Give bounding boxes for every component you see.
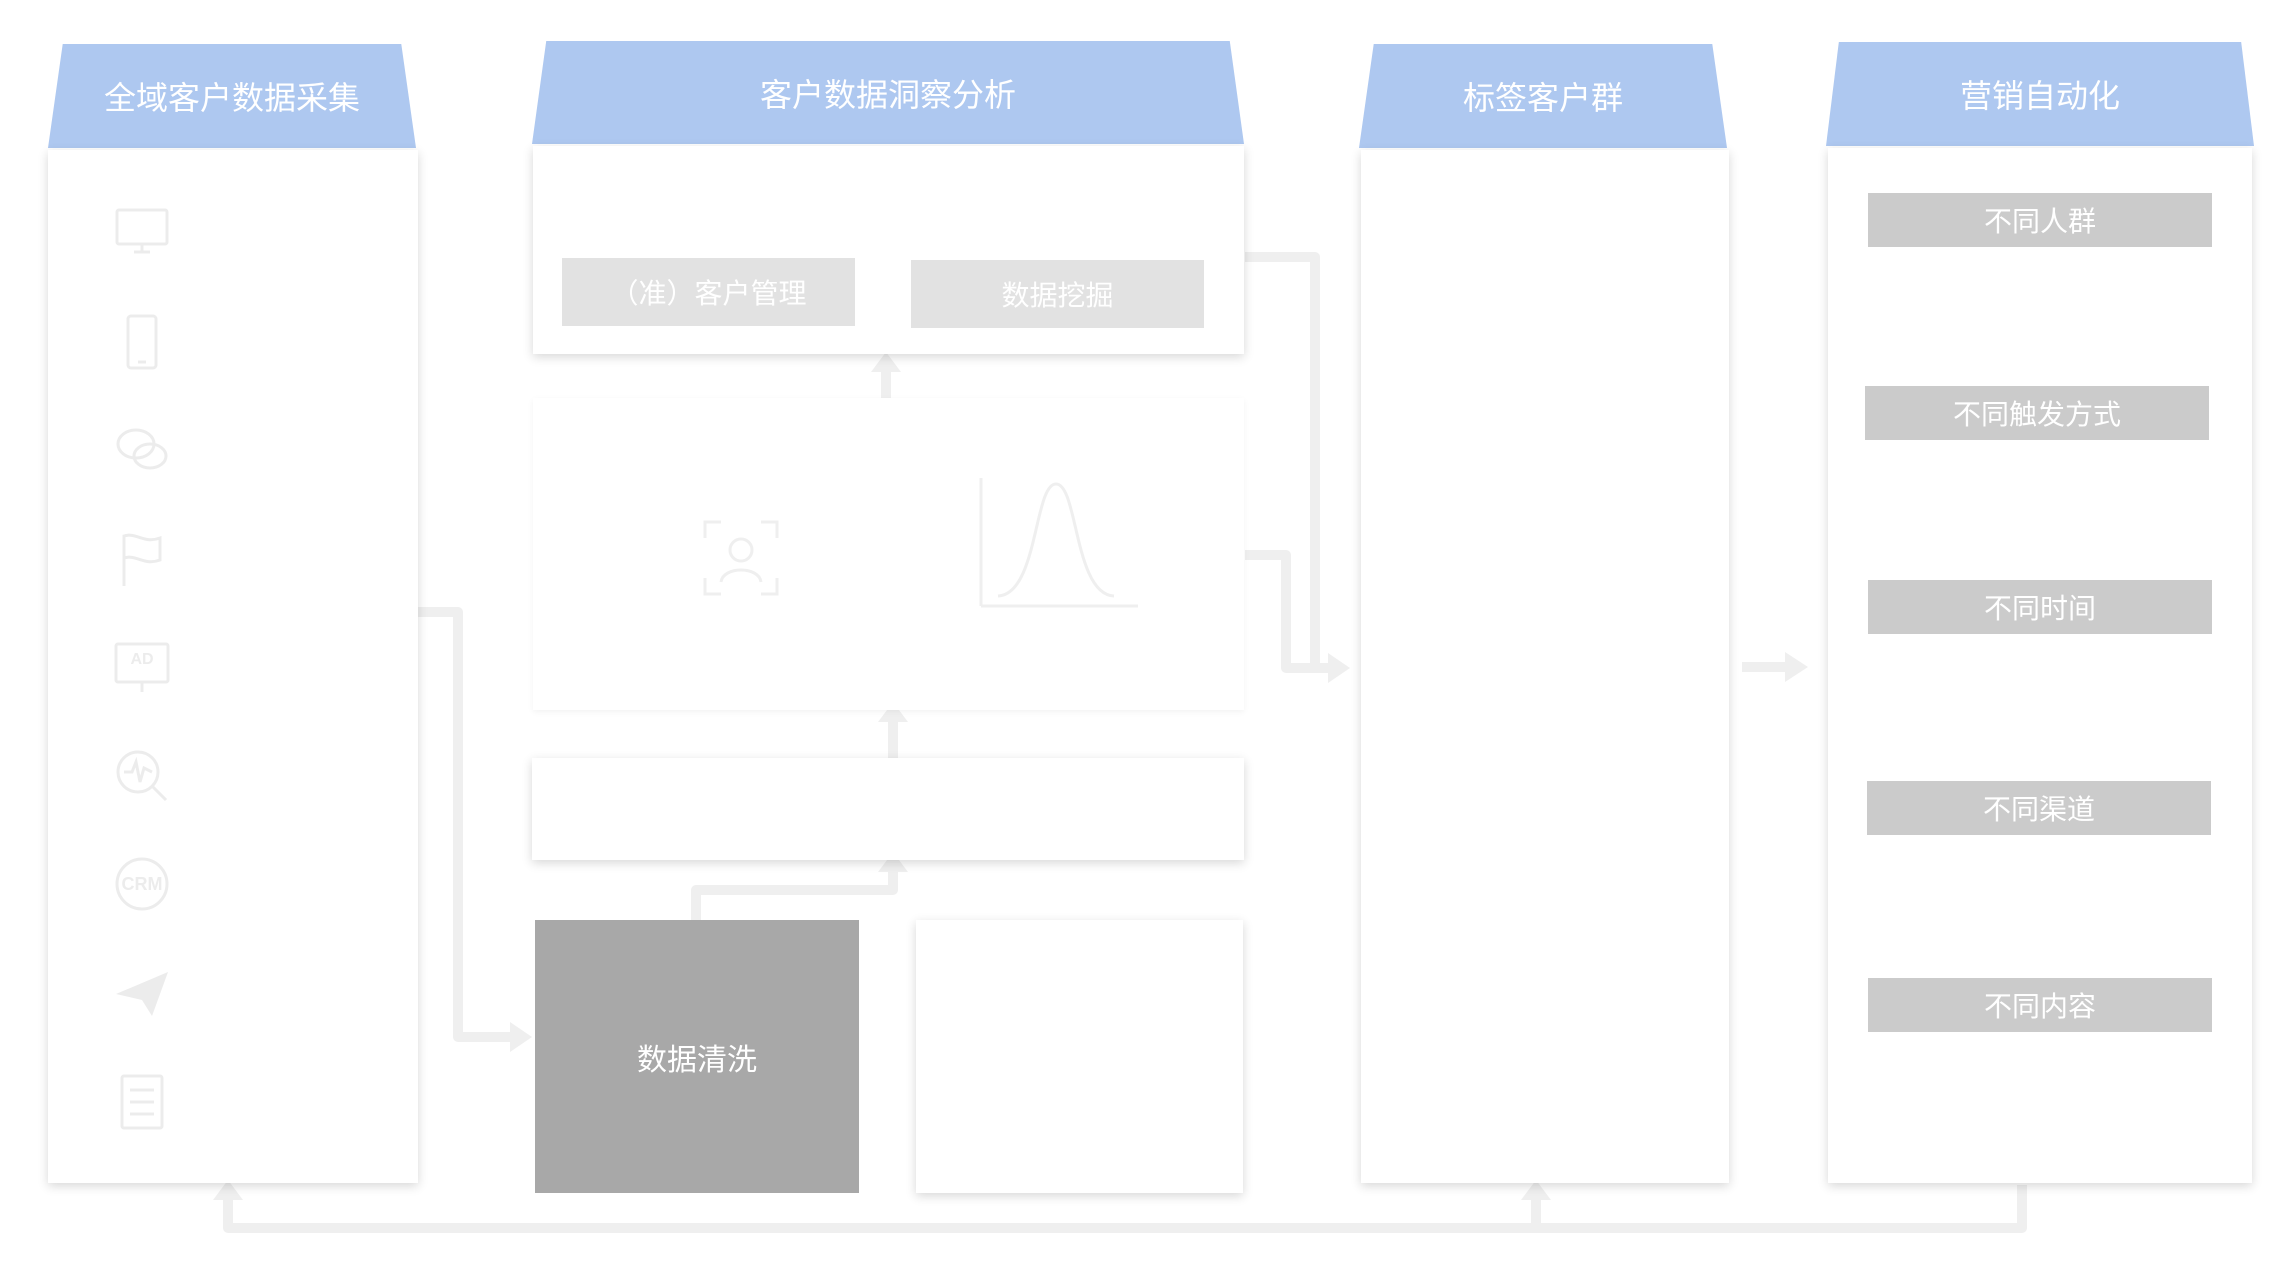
automation-item-channel[interactable]: 不同渠道: [1867, 781, 2211, 835]
automation-item-time[interactable]: 不同时间: [1868, 580, 2212, 634]
arrow-analysis-to-segment: [1245, 550, 1330, 673]
arrow-head: [510, 1022, 532, 1052]
search-pulse-icon: [116, 750, 168, 802]
insight-processing-card: [532, 758, 1244, 860]
data-cleaning-box[interactable]: 数据清洗: [535, 920, 859, 1193]
arrow-collect-to-cleaning: [418, 607, 510, 1042]
monitor-icon: [115, 208, 169, 254]
column-title: 标签客户群: [1462, 80, 1623, 116]
mobile-icon: [126, 314, 158, 370]
insight-analysis-card: [533, 398, 1244, 710]
column-title: 营销自动化: [1959, 78, 2120, 114]
crm-icon-text: CRM: [121, 874, 163, 894]
column-header-automation: 营销自动化: [1826, 42, 2254, 146]
arrow-cleaning-to-processing: [691, 872, 898, 920]
segment-panel: [1361, 150, 1729, 1183]
arrow-feedback-loop: [223, 1185, 2027, 1233]
column-title: 客户数据洞察分析: [759, 76, 1016, 113]
flag-icon: [122, 533, 162, 586]
crm-icon: CRM: [112, 854, 172, 914]
ad-icon: AD: [112, 638, 172, 698]
data-mining-chip[interactable]: 数据挖掘: [911, 260, 1204, 328]
column-header-segment: 标签客户群: [1359, 44, 1727, 148]
column-header-insight: 客户数据洞察分析: [532, 41, 1244, 144]
automation-item-audience[interactable]: 不同人群: [1868, 193, 2212, 247]
insight-storage-card: [916, 920, 1243, 1193]
user-profile-icon: [703, 520, 779, 596]
automation-item-content[interactable]: 不同内容: [1868, 978, 2212, 1032]
automation-item-trigger[interactable]: 不同触发方式: [1865, 386, 2209, 440]
ad-icon-text: AD: [130, 651, 154, 668]
customer-management-chip[interactable]: （准）客户管理: [562, 258, 855, 326]
collect-panel: AD CRM: [48, 150, 418, 1183]
automation-panel: 不同人群 不同触发方式 不同时间 不同渠道 不同内容: [1828, 148, 2252, 1183]
paper-plane-icon: [116, 972, 168, 1016]
distribution-curve-icon: [979, 478, 1138, 608]
column-title: 全域客户数据采集: [103, 80, 360, 116]
document-icon: [120, 1074, 164, 1130]
column-header-collect: 全域客户数据采集: [48, 44, 416, 148]
insight-top-card: （准）客户管理 数据挖掘: [533, 146, 1244, 354]
wechat-icon: [116, 428, 168, 470]
